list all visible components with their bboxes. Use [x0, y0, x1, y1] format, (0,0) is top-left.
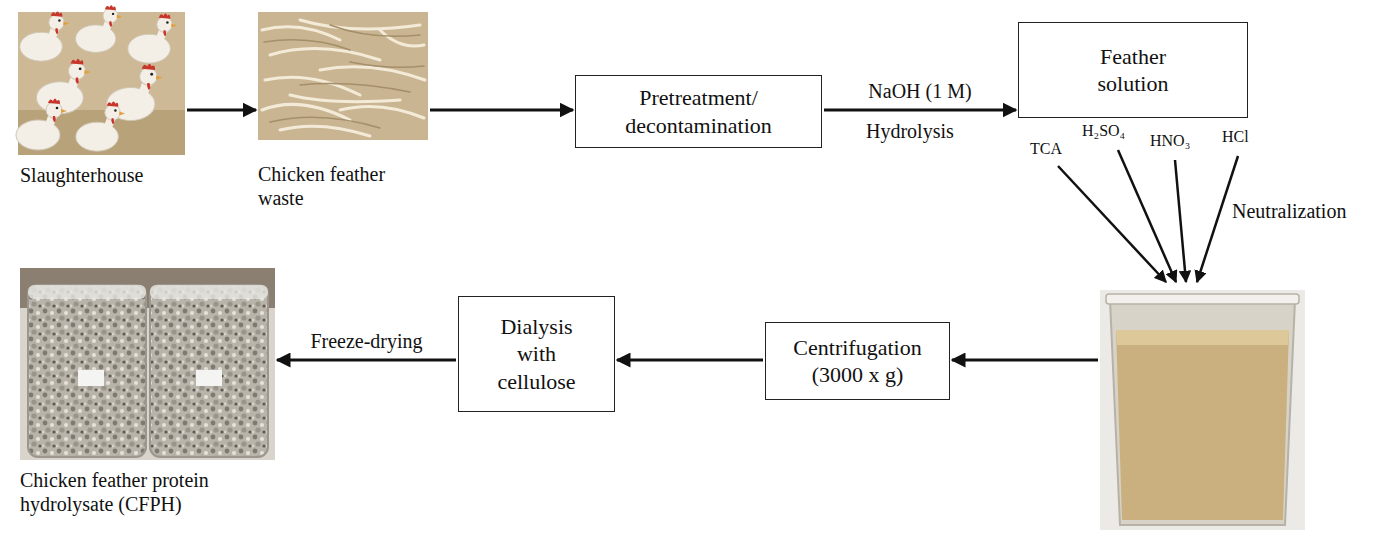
neutralized-solution-photo — [1100, 290, 1305, 530]
chicken — [20, 11, 69, 61]
acid-arrow — [1197, 156, 1238, 282]
photo-caption: Chicken feather waste — [258, 162, 408, 210]
jar — [28, 285, 146, 457]
solution — [1116, 330, 1289, 520]
acid-arrows — [1058, 150, 1238, 282]
step-note: Neutralization — [1232, 200, 1346, 223]
slaughterhouse-photo: Slaughterhouse — [18, 12, 185, 155]
flow-arrow — [430, 109, 573, 112]
reaction-note: Hydrolysis — [866, 120, 954, 143]
flow-arrow — [277, 359, 456, 362]
photo-ground — [258, 12, 428, 140]
box-label: Feather solution — [1078, 43, 1188, 98]
process-box: Pretreatment/ decontamination — [575, 75, 822, 148]
photo-caption: Chicken feather protein hydrolysate (CFP… — [20, 468, 285, 516]
chicken — [16, 99, 67, 151]
bucket-photo — [1100, 290, 1305, 530]
feather-photo — [258, 12, 428, 140]
flow-arrow — [187, 109, 256, 112]
chicken — [76, 5, 123, 52]
cfph-photo: Chicken feather protein hydrolysate (CFP… — [20, 268, 275, 460]
chicken — [36, 59, 90, 114]
jar — [150, 285, 268, 457]
reagent-label: HCl — [1222, 128, 1249, 146]
box-label: Centrifugation (3000 x g) — [783, 334, 933, 389]
chicken — [76, 101, 125, 151]
feathers — [262, 20, 425, 136]
acid-arrow — [1175, 160, 1186, 282]
jar-sticker — [196, 370, 222, 386]
process-box: Dialysis with cellulose — [458, 296, 615, 412]
solution-surface — [1116, 330, 1289, 345]
jar-rim — [28, 285, 146, 299]
box-label: Dialysis with cellulose — [487, 313, 587, 396]
process-box: Centrifugation (3000 x g) — [765, 322, 950, 400]
flow-arrow — [824, 109, 1016, 112]
bucket-rim — [1106, 294, 1299, 304]
feather-waste-photo: Chicken feather waste — [258, 12, 428, 140]
jar-rim — [150, 285, 268, 299]
reagent-label: H₂SO₄ — [1082, 122, 1125, 140]
arrow-label: NaOH (1 M) — [865, 80, 974, 103]
jars-photo — [20, 268, 275, 460]
box-label: Pretreatment/ decontamination — [589, 84, 809, 139]
chicken-photo — [16, 5, 185, 155]
reagent-label: HNO₃ — [1150, 132, 1190, 150]
photo-caption: Slaughterhouse — [20, 163, 220, 187]
process-box: Feather solution — [1018, 22, 1248, 118]
flow-arrow — [952, 359, 1098, 362]
flow-arrow — [617, 359, 763, 362]
photo-ground — [1100, 290, 1305, 530]
reagent-label: TCA — [1030, 140, 1062, 158]
arrow-label: Freeze-drying — [307, 330, 425, 353]
acid-arrow — [1118, 150, 1176, 282]
feather-shadows — [264, 25, 424, 128]
bucket — [1110, 300, 1295, 525]
photo-ground — [20, 268, 275, 460]
jar-sticker — [78, 370, 104, 386]
chicken — [128, 13, 177, 63]
